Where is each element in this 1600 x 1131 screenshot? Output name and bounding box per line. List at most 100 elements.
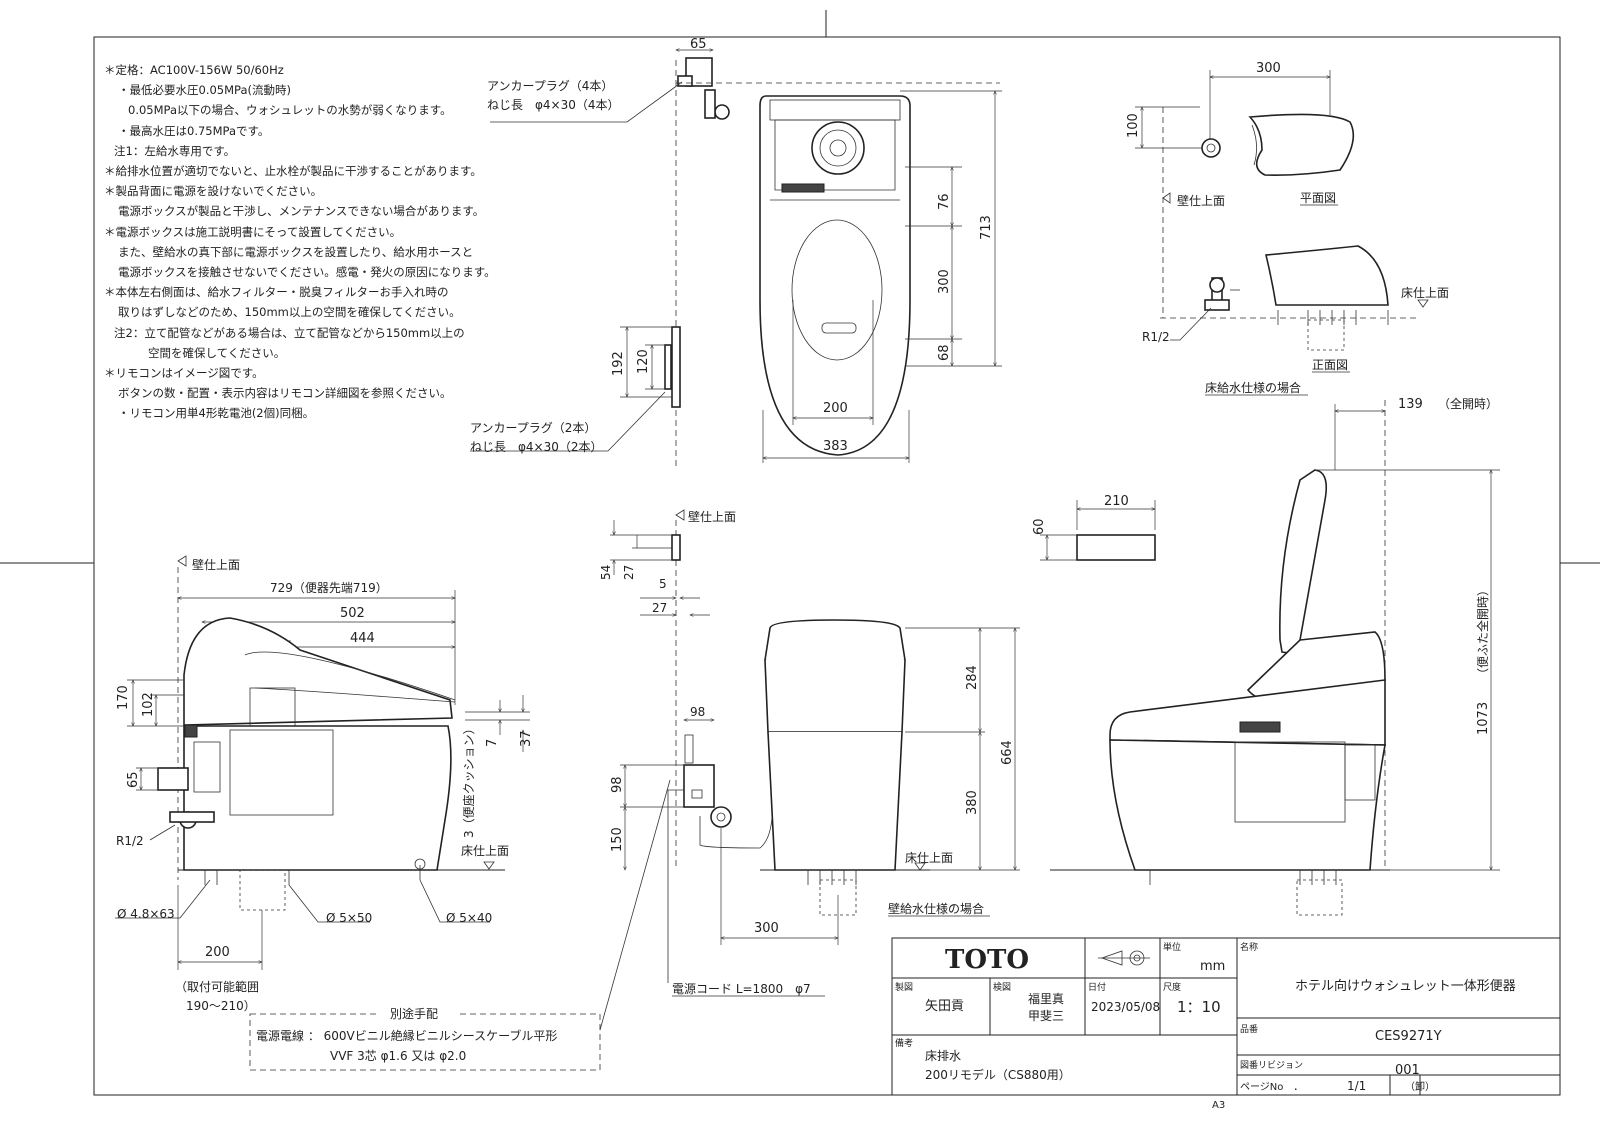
note-line: 電源ボックスを接触させないでください。感電・発火の原因になります。 xyxy=(118,265,496,280)
floor-supply-views: 300 100 壁仕上面 平面図 床仕上面 R1/2 正面図 床給水仕様の場合 xyxy=(1126,61,1449,396)
front-dim-98h: 98 xyxy=(610,776,625,793)
check-label: 検図 xyxy=(993,981,1011,993)
dim-120: 120 xyxy=(636,349,651,374)
made-label: 製図 xyxy=(895,981,913,993)
note-line: 注2：立て配管などがある場合は、立て配管などから150mm以上の xyxy=(114,325,465,340)
separate-order-line1: 電源電線 ： 600Vビニル絶縁ビニルシースケーブル平形 xyxy=(256,1028,557,1043)
right-side-view: 139 （全開時） 1073 （便ふた全開時） 210 60 xyxy=(1032,396,1500,916)
note-line: ・最高水圧は0.75MPaです。 xyxy=(118,123,270,138)
side-dim-65: 65 xyxy=(126,771,141,788)
side-dim-102: 102 xyxy=(141,692,156,717)
side-r12-label: R1/2 xyxy=(116,834,144,848)
separate-order-box: 別途手配 電源電線 ： 600Vビニル絶縁ビニルシースケーブル平形 VVF 3芯… xyxy=(249,779,671,1071)
dim-65: 65 xyxy=(690,37,707,52)
remote-dim-60: 60 xyxy=(1032,518,1047,535)
drawing-frame xyxy=(93,36,1561,1096)
anchor-4-label: アンカープラグ（4本） xyxy=(487,79,613,93)
install-range-value: 190～210） xyxy=(186,999,256,1013)
right-dim-1073: 1073 xyxy=(1476,702,1491,735)
front-dim-150: 150 xyxy=(610,827,625,852)
side-dim-444: 444 xyxy=(350,631,375,646)
note-line: ＊製品背面に電源を設けないでください。 xyxy=(104,184,323,199)
front-dim-380: 380 xyxy=(965,790,980,815)
plan-view-label: 平面図 xyxy=(1300,191,1336,205)
note-floor-drain: 床排水 xyxy=(925,1049,961,1063)
side-dim-37: 37 xyxy=(519,730,534,747)
note-line: 注1：左給水専用です。 xyxy=(114,143,236,158)
front-dim-5: 5 xyxy=(659,577,667,591)
front-dim-27a: 27 xyxy=(622,565,636,580)
sheet-size: A3 xyxy=(1212,1100,1225,1111)
revision-number: 001 xyxy=(1395,1063,1420,1078)
front-dim-664: 664 xyxy=(1000,740,1015,765)
note-line: 取りはずしなどのため、150mm以上の空間を確保してください。 xyxy=(118,305,461,320)
separate-order-line2: VVF 3芯 φ1.6 又は φ2.0 xyxy=(330,1049,466,1063)
anchor-2-screw: ねじ長 φ4×30（2本） xyxy=(470,440,603,454)
page-suffix: （卸） xyxy=(1405,1080,1435,1093)
note-line: また、壁給水の真下部に電源ボックスを設置したり、給水用ホースと xyxy=(118,244,474,259)
lid-full-open-label: （便ふた全開時） xyxy=(1475,584,1490,680)
dim-68: 68 xyxy=(937,344,952,361)
spec-notes: ＊定格：AC100V-156W 50/60Hz ・最低必要水圧0.05MPa(流… xyxy=(104,60,524,424)
front-dim-284: 284 xyxy=(965,665,980,690)
side-view: 壁仕上面 729（便器先端719） 502 444 170 102 xyxy=(115,555,534,1013)
power-cord-label: 電源コード L=1800 φ7 xyxy=(672,982,811,996)
toilet-tip-label: 729（便器先端719） xyxy=(270,581,388,595)
front-dim-300: 300 xyxy=(754,921,779,936)
note-line: ＊リモコンはイメージ図です。 xyxy=(104,366,264,381)
note-label: 備考 xyxy=(895,1037,913,1049)
seat-cushion-label: 3（便座クッション） xyxy=(461,722,476,838)
plan-dim-300: 300 xyxy=(1256,61,1281,76)
page-number: 1/1 xyxy=(1347,1079,1366,1093)
floor-surface-label: 床仕上面 xyxy=(1401,286,1449,300)
wall-surface-label: 壁仕上面 xyxy=(1177,193,1225,208)
scale-label: 尺度 xyxy=(1163,981,1181,993)
note-line: 空間を確保してください。 xyxy=(148,345,286,360)
plan-dim-100: 100 xyxy=(1126,113,1141,138)
side-wall-label: 壁仕上面 xyxy=(192,557,240,572)
front-view-label: 正面図 xyxy=(1312,358,1348,372)
phi-5-40-label: Ø 5×40 xyxy=(446,911,492,925)
side-dim-502: 502 xyxy=(340,606,365,621)
phi-4-8-label: Ø 4.8×63 xyxy=(117,907,175,921)
dim-383: 383 xyxy=(823,439,848,454)
projection-symbol-icon xyxy=(1098,950,1150,966)
checked-by-1: 福里真 xyxy=(1028,991,1064,1006)
toto-logo: TOTO xyxy=(945,945,1029,975)
anchor-2-label: アンカープラグ（2本） xyxy=(470,421,596,435)
title-block: TOTO 単位 mm 名称 ホテル向けウォシュレット一体形便器 製図 矢田貢 検… xyxy=(891,937,1561,1111)
revision-label: 図番リビジョン xyxy=(1240,1059,1303,1071)
front-view: 壁仕上面 54 27 5 27 98 98 150 xyxy=(599,509,1020,997)
side-floor-label: 床仕上面 xyxy=(461,844,509,858)
right-dim-139: 139 xyxy=(1398,397,1423,412)
r12-label: R1/2 xyxy=(1142,330,1170,344)
note-line: ＊本体左右側面は、給水フィルター・脱臭フィルターお手入れ時の xyxy=(104,285,449,300)
separate-order-title: 別途手配 xyxy=(390,1006,438,1021)
side-dim-170: 170 xyxy=(116,685,131,710)
anchor-4-screw: ねじ長 φ4×30（4本） xyxy=(487,98,620,112)
made-by: 矢田貢 xyxy=(925,999,964,1014)
note-line: ボタンの数・配置・表示内容はリモコン詳細図を参照ください。 xyxy=(118,386,452,401)
note-line: 電源ボックスが製品と干渉し、メンテナンスできない場合があります。 xyxy=(118,204,485,219)
note-line: 0.05MPa以下の場合、ウォシュレットの水勢が弱くなります。 xyxy=(128,103,452,118)
note-line: ・最低必要水圧0.05MPa(流動時) xyxy=(118,83,291,98)
drawing-date: 2023/05/08 xyxy=(1091,1000,1160,1014)
date-label: 日付 xyxy=(1088,982,1106,993)
drawing-scale: 1：10 xyxy=(1177,998,1221,1016)
side-dim-200: 200 xyxy=(205,945,230,960)
install-range-label: （取付可能範囲 xyxy=(175,979,259,994)
model-number: CES9271Y xyxy=(1375,1029,1442,1044)
model-label: 品番 xyxy=(1240,1023,1258,1035)
front-dim-54: 54 xyxy=(599,565,613,580)
note-line: ・リモコン用単4形乾電池(2個)同梱。 xyxy=(118,406,315,421)
wall-supply-case-label: 壁給水仕様の場合 xyxy=(888,901,984,916)
dim-300: 300 xyxy=(937,269,952,294)
checked-by-2: 甲斐三 xyxy=(1028,1009,1064,1023)
side-dim-7: 7 xyxy=(485,739,500,747)
unit-value: mm xyxy=(1200,959,1225,974)
note-line: ＊電源ボックスは施工説明書にそって設置してください。 xyxy=(104,224,402,239)
note-line: ＊定格：AC100V-156W 50/60Hz xyxy=(104,63,284,77)
product-name: ホテル向けウォシュレット一体形便器 xyxy=(1295,978,1516,994)
dim-713: 713 xyxy=(979,215,994,240)
remote-control xyxy=(1076,534,1156,561)
